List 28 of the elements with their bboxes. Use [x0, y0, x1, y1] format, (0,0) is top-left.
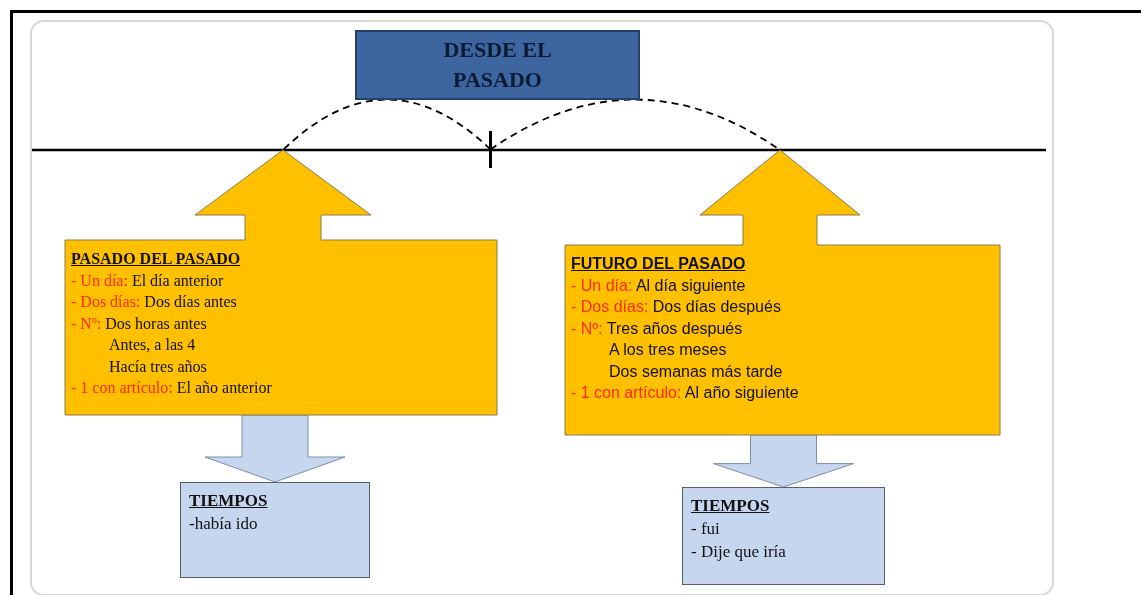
timeline-tick	[489, 131, 492, 168]
heading: TIEMPOS	[189, 490, 269, 512]
text-line: Dos semanas más tarde	[608, 361, 784, 382]
text-line: - Nº: Tres años después	[571, 318, 744, 339]
heading: TIEMPOS	[691, 495, 771, 517]
heading: FUTURO DEL PASADO	[571, 254, 747, 274]
text-line: - Un día: Al día siguiente	[571, 275, 747, 296]
text-line: - Un día: El día anterior	[71, 270, 225, 291]
heading: PASADO DEL PASADO	[71, 249, 242, 269]
text-line: -había ido	[189, 513, 259, 535]
text-line: - Dije que iría	[691, 541, 787, 563]
text-line: - 1 con artículo: Al año siguiente	[571, 383, 799, 403]
text-line: Antes, a las 4	[108, 335, 197, 355]
up-arrow-box	[565, 150, 1000, 435]
text-line: Hacía tres años	[108, 356, 208, 377]
text-line: - Nº: Dos horas antes	[71, 313, 208, 334]
block-arrow	[713, 434, 854, 488]
block-arrow	[204, 414, 346, 483]
text-line: - 1 con artículo: El año anterior	[71, 378, 272, 398]
text-line: - Dos días: Dos días antes	[71, 292, 238, 312]
text-line: A los tres meses	[608, 340, 728, 360]
tenses-box	[180, 482, 370, 578]
title-box: DESDE EL PASADO	[355, 30, 640, 100]
text-line: - fui	[691, 518, 721, 540]
text-line: - Dos días: Dos días después	[571, 297, 782, 317]
dashed-arc	[282, 98, 492, 151]
up-arrow-box	[65, 150, 497, 415]
tenses-box	[682, 487, 885, 585]
